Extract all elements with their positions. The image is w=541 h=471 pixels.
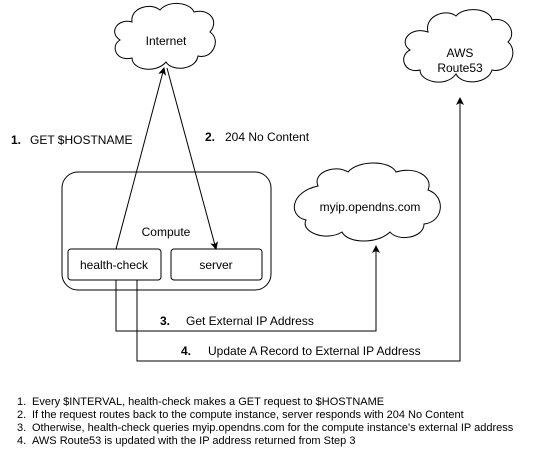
note-item: 4. AWS Route53 is updated with the IP ad… xyxy=(17,435,533,448)
step3-arrow xyxy=(115,245,380,332)
server-box: server xyxy=(170,248,263,281)
internet-label: Internet xyxy=(146,34,187,48)
step2-number: 2. xyxy=(205,130,215,144)
step2-text: 204 No Content xyxy=(225,130,310,144)
step4-arrow xyxy=(136,97,464,362)
internet-cloud: Internet xyxy=(114,3,216,70)
route53-label: Route53 xyxy=(437,61,483,75)
note-text: Otherwise, health-check queries myip.ope… xyxy=(32,422,514,434)
step4-number: 4. xyxy=(181,344,191,358)
opendns-cloud: myip.opendns.com xyxy=(293,162,441,242)
note-number: 1. xyxy=(17,396,27,408)
step2-arrow xyxy=(166,67,219,250)
note-item: 2. If the request routes back to the com… xyxy=(17,409,533,422)
aws-route53-cloud: AWS Route53 xyxy=(403,9,514,83)
health-check-box: health-check xyxy=(67,248,162,281)
aws-label: AWS xyxy=(447,46,474,60)
health-check-label: health-check xyxy=(80,258,149,272)
note-number: 2. xyxy=(17,409,27,421)
compute-label: Compute xyxy=(142,225,191,239)
step3-text: Get External IP Address xyxy=(186,314,314,328)
note-item: 1. Every $INTERVAL, health-check makes a… xyxy=(17,396,533,409)
step3-label: 3. Get External IP Address xyxy=(160,314,314,328)
note-item: 3. Otherwise, health-check queries myip.… xyxy=(17,422,533,435)
note-text: AWS Route53 is updated with the IP addre… xyxy=(32,435,356,447)
step4-text: Update A Record to External IP Address xyxy=(208,344,421,358)
notes-list: 1. Every $INTERVAL, health-check makes a… xyxy=(8,396,533,448)
step1-label: 1. GET $HOSTNAME xyxy=(11,133,132,147)
note-text: Every $INTERVAL, health-check makes a GE… xyxy=(32,396,385,408)
note-text: If the request routes back to the comput… xyxy=(32,409,464,421)
opendns-label: myip.opendns.com xyxy=(320,200,421,214)
step4-label: 4. Update A Record to External IP Addres… xyxy=(181,344,421,358)
note-number: 4. xyxy=(17,435,27,447)
step2-label: 2. 204 No Content xyxy=(205,130,310,144)
step1-number: 1. xyxy=(11,133,21,147)
server-label: server xyxy=(199,258,232,272)
step3-number: 3. xyxy=(160,314,170,328)
note-number: 3. xyxy=(17,422,27,434)
step1-arrow xyxy=(115,67,167,250)
step1-text: GET $HOSTNAME xyxy=(30,133,132,147)
